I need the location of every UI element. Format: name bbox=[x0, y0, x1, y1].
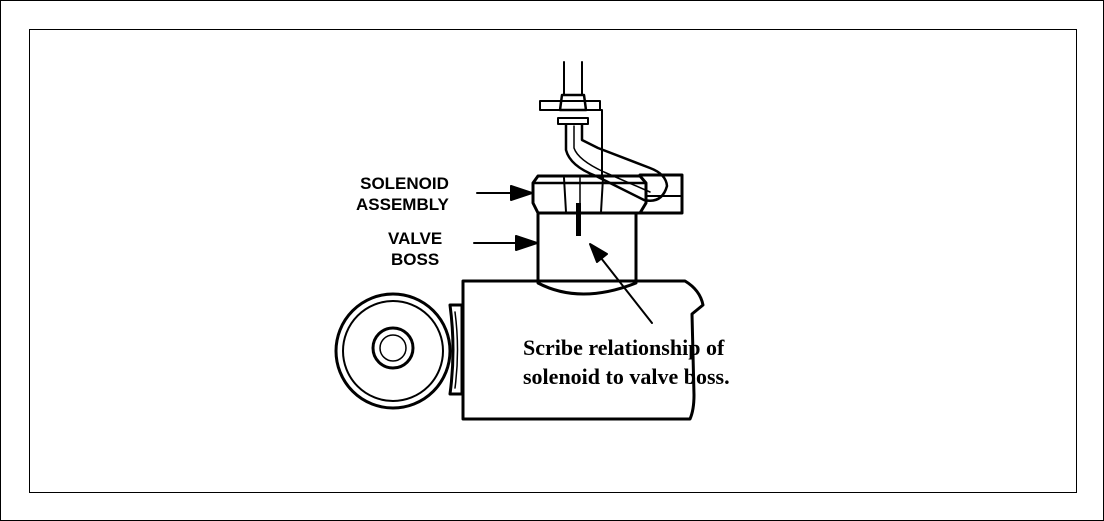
callout-arrows bbox=[473, 185, 653, 324]
scribe-note: Scribe relationship of solenoid to valve… bbox=[523, 335, 730, 389]
label-solenoid-assembly: SOLENOID ASSEMBLY bbox=[356, 174, 449, 214]
label-valve-boss: VALVE BOSS bbox=[388, 229, 443, 269]
scribe-mark bbox=[576, 203, 581, 236]
end-port bbox=[334, 292, 452, 410]
solenoid-nut bbox=[531, 174, 648, 215]
mounting-bracket bbox=[638, 173, 684, 215]
body-flange bbox=[448, 303, 464, 396]
valve-body bbox=[461, 279, 705, 421]
solenoid-lead bbox=[539, 61, 669, 202]
valve-boss bbox=[536, 212, 638, 296]
diagram-border bbox=[29, 29, 1077, 493]
